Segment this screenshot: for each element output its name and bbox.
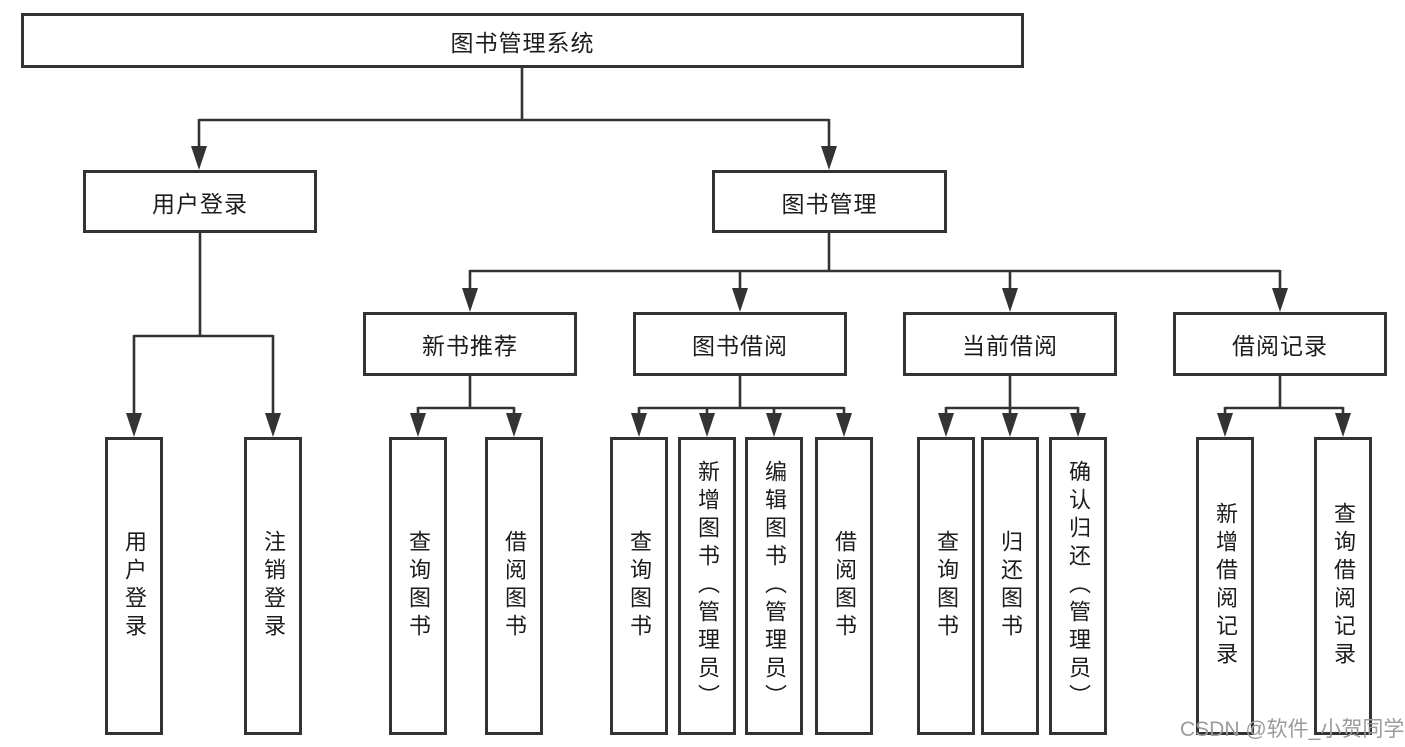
leaf-node-logout: 注销登录 [244,437,302,735]
section-node-current-borrowing: 当前借阅 [903,312,1117,376]
leaf-node-edit-books-admin: 编辑图书（管理员） [745,437,803,735]
leaf-node-query-books-recommend: 查询图书 [389,437,447,735]
section-node-borrowing-records: 借阅记录 [1173,312,1387,376]
leaf-node-query-borrow-record: 查询借阅记录 [1314,437,1372,735]
leaf-label: 查询图书 [934,530,959,642]
leaf-label: 归还图书 [998,530,1023,642]
leaf-node-query-books-current: 查询图书 [917,437,975,735]
leaf-label: 确认归还（管理员） [1066,460,1091,712]
leaf-node-borrow-books-recommend: 借阅图书 [485,437,543,735]
leaf-label: 编辑图书（管理员） [762,460,787,712]
leaf-node-return-books: 归还图书 [981,437,1039,735]
leaf-label: 新增借阅记录 [1213,502,1238,670]
leaf-label: 查询图书 [627,530,652,642]
leaf-node-add-borrow-record: 新增借阅记录 [1196,437,1254,735]
root-node-library-management-system: 图书管理系统 [21,13,1024,68]
section-node-new-book-recommendation: 新书推荐 [363,312,577,376]
branch-node-user-login: 用户登录 [83,170,317,233]
leaf-label: 借阅图书 [502,530,527,642]
leaf-label: 查询图书 [406,530,431,642]
leaf-node-query-books-borrowing: 查询图书 [610,437,668,735]
leaf-label: 用户登录 [122,530,147,642]
csdn-watermark: CSDN @软件_小贺同学 [1180,718,1405,741]
leaf-label: 借阅图书 [832,530,857,642]
leaf-label: 新增图书（管理员） [695,460,720,712]
leaf-node-add-books-admin: 新增图书（管理员） [678,437,736,735]
branch-node-book-management: 图书管理 [712,170,947,233]
leaf-label: 查询借阅记录 [1331,502,1356,670]
leaf-node-user-login: 用户登录 [105,437,163,735]
section-node-book-borrowing: 图书借阅 [633,312,847,376]
leaf-label: 注销登录 [261,530,286,642]
leaf-node-borrow-books: 借阅图书 [815,437,873,735]
leaf-node-confirm-return-admin: 确认归还（管理员） [1049,437,1107,735]
